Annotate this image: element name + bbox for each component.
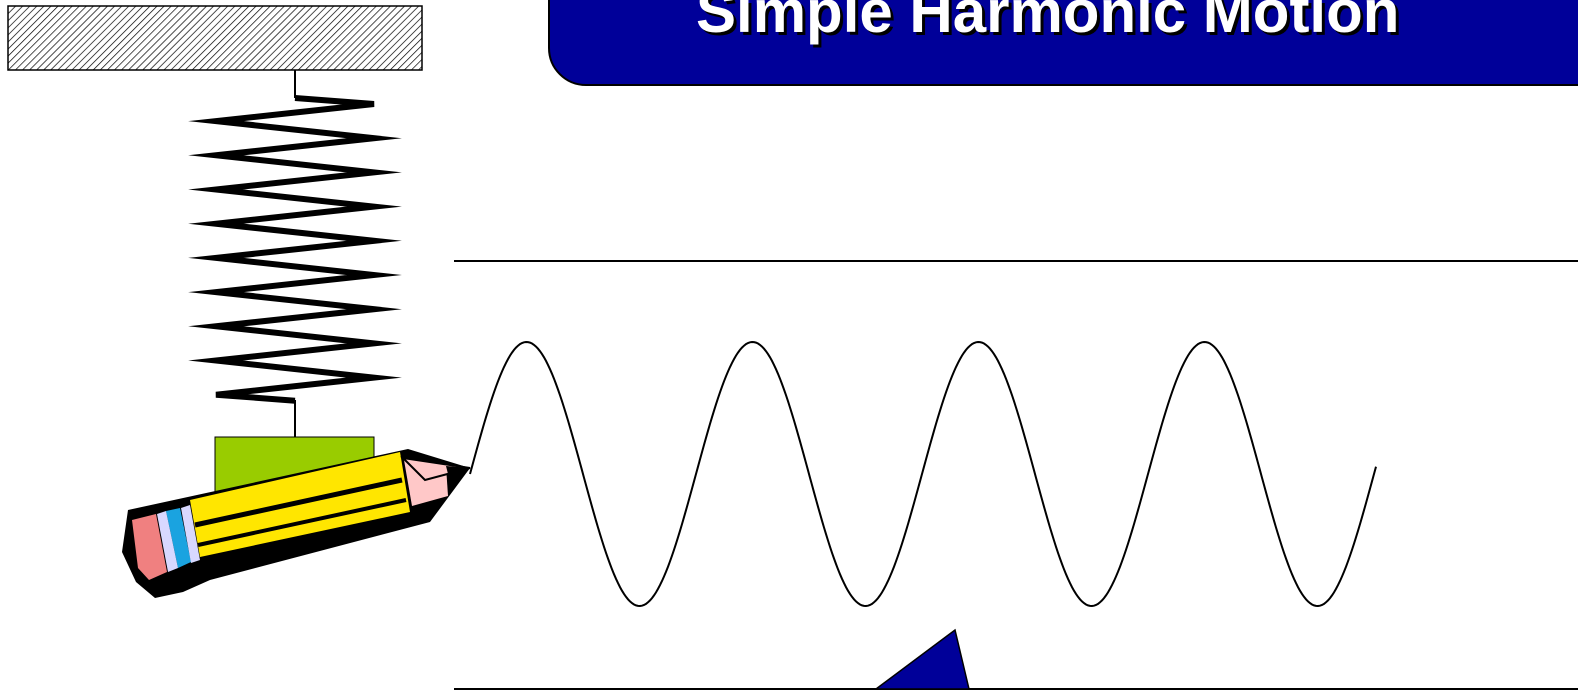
ceiling-support-icon [7, 5, 423, 71]
title-banner: Simple Harmonic Motion [548, 0, 1578, 86]
spring-icon [188, 70, 402, 438]
spring-coil [188, 95, 402, 404]
arrow-icon [873, 628, 970, 690]
slide-title: Simple Harmonic Motion [696, 0, 1400, 45]
pencil-icon [122, 449, 471, 598]
sine-wave [469, 340, 1377, 608]
